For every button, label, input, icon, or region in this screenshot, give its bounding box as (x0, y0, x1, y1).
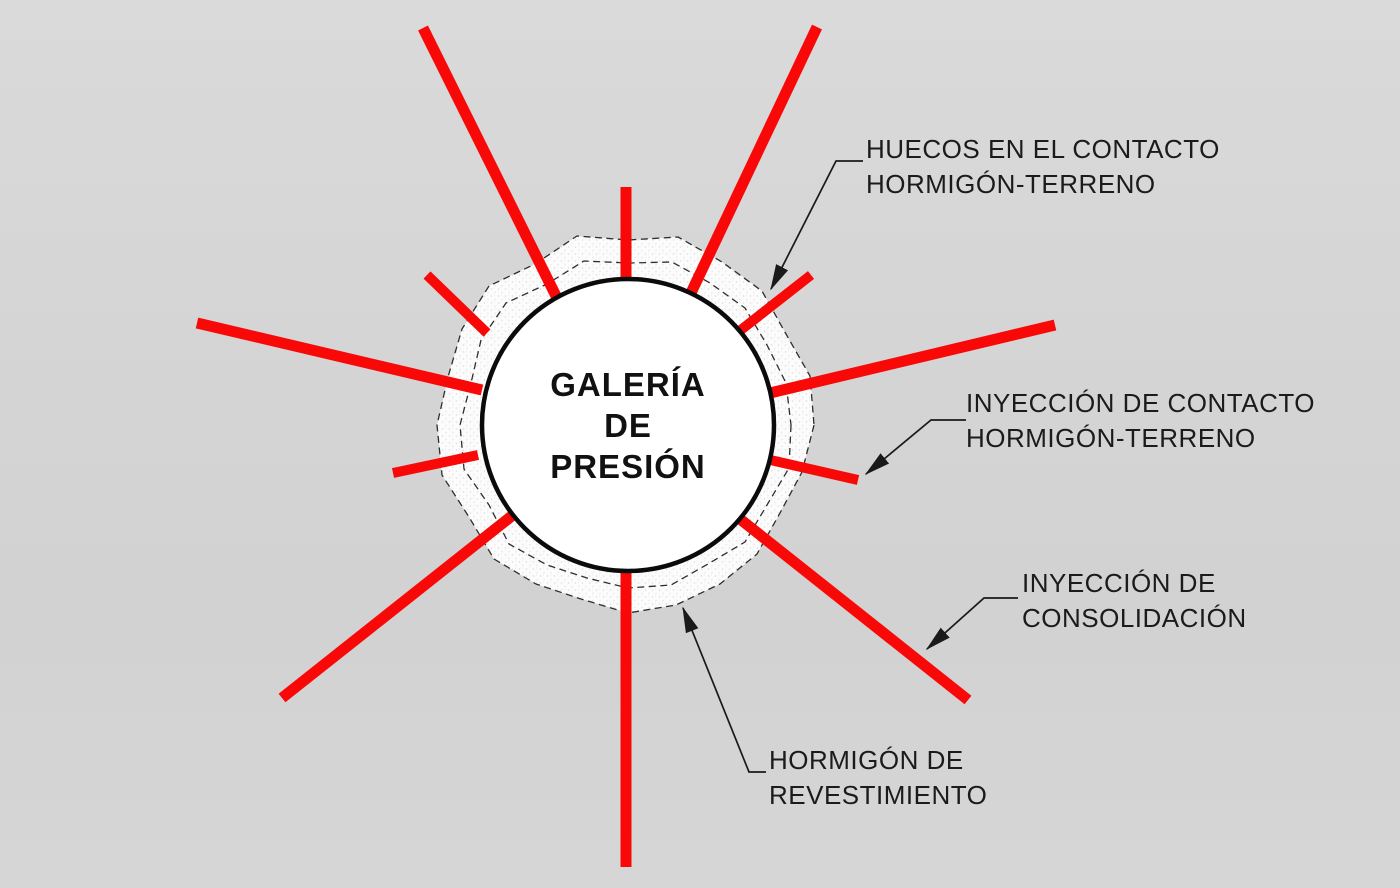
injection-line-ne-short (733, 271, 815, 337)
injection-line-se (736, 514, 972, 705)
leader-lines (682, 160, 1018, 773)
injection-line-e (768, 319, 1057, 399)
gallery-title-line3: PRESIÓN (550, 447, 706, 485)
label-hormigon-revestimiento-line2: REVESTIMIENTO (769, 780, 988, 810)
label-inyeccion-contacto-line2: HORMIGÓN-TERRENO (966, 423, 1256, 453)
label-huecos-line1: HUECOS EN EL CONTACTO (866, 134, 1220, 164)
injection-line-ese-short (764, 454, 860, 485)
label-huecos-contacto: HUECOS EN EL CONTACTO HORMIGÓN-TERRENO (866, 132, 1220, 202)
injection-line-w (195, 317, 484, 396)
injection-lines (195, 24, 1057, 867)
leader-line-inyeccion-consolidacion (925, 597, 1018, 651)
label-inyeccion-consolidacion-line2: CONSOLIDACIÓN (1022, 603, 1247, 633)
gallery-title: GALERÍA DE PRESIÓN (482, 279, 774, 571)
gallery-title-line1: GALERÍA (550, 365, 706, 403)
leader-line-huecos (770, 160, 863, 291)
pressure-gallery-circle (479, 276, 777, 574)
label-hormigon-revestimiento-line1: HORMIGÓN DE (769, 745, 964, 775)
label-inyeccion-consolidacion-line1: INYECCIÓN DE (1022, 568, 1216, 598)
label-huecos-line2: HORMIGÓN-TERRENO (866, 169, 1156, 199)
injection-line-wsw-short (391, 450, 480, 478)
injection-line-ssw (278, 510, 517, 703)
leader-line-hormigon-revestimiento (682, 606, 766, 773)
label-inyeccion-contacto: INYECCIÓN DE CONTACTO HORMIGÓN-TERRENO (966, 386, 1315, 456)
leader-line-inyeccion-contacto (864, 419, 966, 475)
gallery-title-line2: DE (604, 406, 652, 444)
label-inyeccion-consolidacion: INYECCIÓN DE CONSOLIDACIÓN (1022, 566, 1247, 636)
label-hormigon-revestimiento: HORMIGÓN DE REVESTIMIENTO (769, 743, 987, 813)
injection-line-nnw (418, 25, 561, 299)
injection-line-nw-short (423, 271, 491, 337)
injection-line-nne (685, 24, 822, 298)
label-inyeccion-contacto-line1: INYECCIÓN DE CONTACTO (966, 388, 1316, 418)
